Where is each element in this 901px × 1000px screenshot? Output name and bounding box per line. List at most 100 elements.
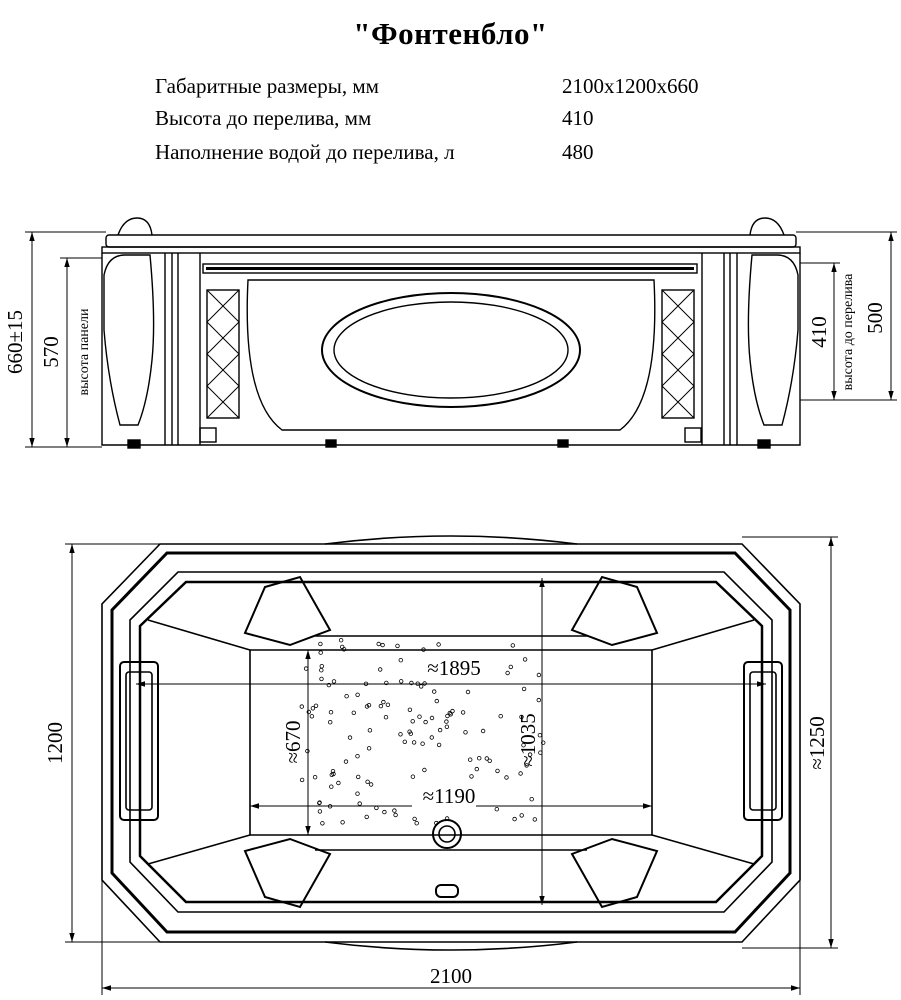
left-grille (199, 427, 217, 443)
jet (299, 777, 305, 783)
jet (319, 676, 324, 682)
jet (351, 710, 356, 715)
foot (557, 439, 569, 448)
jet (423, 719, 428, 725)
jet (398, 658, 403, 663)
jet (508, 664, 513, 670)
right-end-bowl (747, 254, 799, 426)
jet (355, 791, 360, 796)
jet (411, 740, 417, 745)
bottom-lip (324, 941, 578, 951)
jet (366, 703, 372, 708)
foot (127, 439, 141, 449)
jet (376, 641, 381, 647)
jet (480, 728, 486, 734)
armrest-bottom-left (243, 837, 332, 909)
jet (495, 768, 500, 774)
spec-value: 410 (562, 106, 594, 130)
jet (494, 807, 499, 812)
jet (383, 715, 389, 720)
armrest-bottom-right (570, 837, 659, 909)
jet (450, 708, 455, 714)
jet (474, 766, 479, 772)
jet (536, 697, 541, 703)
side-view (101, 217, 801, 449)
jet (469, 774, 474, 779)
side-view-dimensions (25, 231, 897, 448)
jet (355, 692, 360, 697)
jet (330, 769, 336, 774)
jet (434, 820, 439, 826)
jet (412, 816, 417, 822)
jet (380, 642, 385, 648)
jet (460, 710, 466, 715)
decorative-oval-inner (333, 301, 569, 399)
decorative-oval (321, 292, 581, 408)
jet (519, 813, 524, 818)
jet (414, 821, 419, 826)
spec-label: Наполнение водой до перелива, л (155, 140, 455, 164)
jet (436, 642, 441, 647)
jet (402, 739, 407, 744)
right-pillow-inner (749, 671, 777, 811)
jet (309, 714, 315, 719)
jet (382, 809, 387, 815)
jet (512, 816, 517, 822)
outer-rim (101, 543, 801, 943)
jet (299, 704, 304, 709)
jet (529, 797, 534, 802)
dim-width: 1200 (43, 722, 67, 764)
dim-outer-width: ≈1250 (805, 716, 829, 770)
jet (378, 703, 384, 709)
bathtub-body-outline (101, 253, 801, 446)
jet (312, 775, 318, 780)
outer-rim-inner (110, 551, 792, 934)
jet (429, 735, 434, 740)
jet (305, 748, 310, 754)
center-bowl-front (246, 279, 656, 431)
jet (521, 743, 526, 748)
dim-inner-length: ≈1895 (427, 656, 481, 680)
jet (527, 752, 533, 757)
jet (320, 821, 325, 826)
jet (444, 724, 450, 729)
dim-panel-height-caption: высота панели (77, 308, 92, 395)
foot (325, 439, 337, 448)
jet (340, 820, 345, 825)
dim-bottom-width: ≈670 (281, 720, 305, 763)
jet (522, 657, 528, 662)
left-pillow-inner (125, 671, 153, 811)
spec-row-overflow-height: Высота до перелива, мм 410 (155, 106, 775, 136)
jet (410, 774, 416, 779)
jet (407, 707, 413, 712)
jet (421, 647, 426, 652)
inner-rim (129, 571, 773, 913)
jet (463, 730, 468, 735)
jet (381, 699, 386, 705)
jet (477, 756, 482, 761)
left-headrest-handle (117, 217, 153, 236)
jet (340, 644, 345, 650)
overflow (435, 884, 459, 898)
jet (432, 689, 437, 694)
jet (521, 686, 527, 692)
dim-total-height: 660±15 (3, 310, 27, 374)
jet (505, 670, 510, 676)
jet (504, 775, 509, 780)
jet (536, 672, 542, 678)
dim-overflow-height: 410 (807, 316, 831, 348)
jet (510, 643, 515, 648)
jet (319, 664, 324, 669)
armrest-top-left (243, 575, 332, 647)
jet (378, 667, 383, 672)
jet (368, 782, 374, 787)
jet (437, 727, 443, 733)
jet (364, 814, 369, 820)
jet (484, 756, 489, 761)
dim-bottom-length: ≈1190 (423, 784, 476, 808)
overflow-slot (202, 263, 698, 274)
jet (444, 719, 449, 724)
jet (303, 666, 309, 671)
jet (417, 714, 422, 719)
spec-label: Высота до перелива, мм (155, 106, 372, 130)
